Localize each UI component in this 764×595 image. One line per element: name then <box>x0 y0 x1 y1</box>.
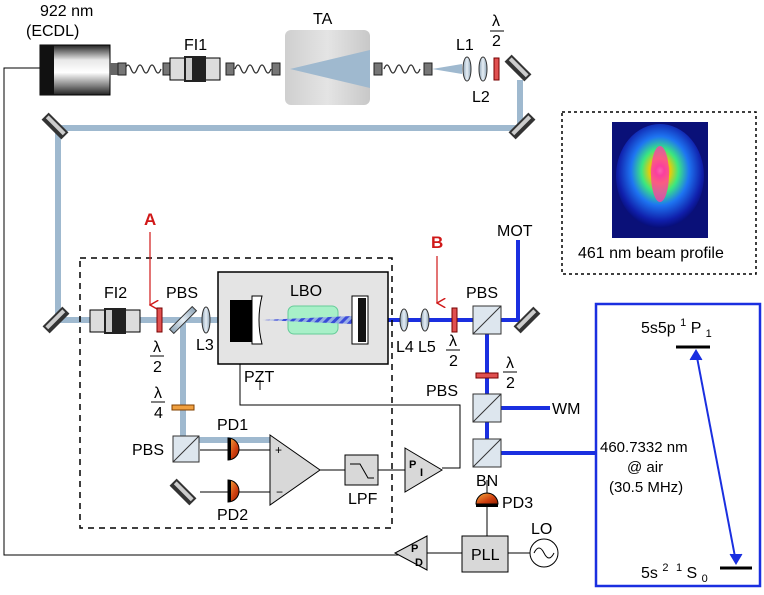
pll-box <box>461 535 509 573</box>
svg-text:P: P <box>411 543 418 555</box>
lbo-label: LBO <box>290 283 322 300</box>
half-waveplate-top-den: 2 <box>492 33 501 50</box>
pi-controller: P I <box>404 447 443 493</box>
half-waveplate-vertical <box>475 372 499 379</box>
l4-label: L4 <box>396 339 414 356</box>
wm-label: WM <box>552 401 580 418</box>
pbs-det-cube <box>172 435 200 463</box>
pd2-label: PD2 <box>217 507 248 524</box>
half-waveplate-top-num: λ <box>492 13 500 30</box>
pbs-wm-cube <box>472 393 502 423</box>
mirror-top-right <box>504 54 532 82</box>
half-waveplate-fi2-den: 2 <box>153 359 162 376</box>
half-waveplate-blue-den: 2 <box>449 353 458 370</box>
energy-level-frame <box>594 302 762 588</box>
mirror-left-upper <box>41 112 69 140</box>
mirror-right-lower <box>508 112 536 140</box>
pd1-label: PD1 <box>217 417 248 434</box>
fi2-isolator <box>89 308 141 334</box>
l5-label: L5 <box>418 339 436 356</box>
l2-label: L2 <box>472 89 490 106</box>
beam-profile-caption: 461 nm beam profile <box>578 245 724 262</box>
lo-oscillator <box>529 538 559 568</box>
transition-medium: @ air <box>627 459 663 476</box>
mot-label: MOT <box>497 223 533 240</box>
transition-arrow <box>695 351 737 563</box>
svg-text:D: D <box>415 557 423 569</box>
laser-type-label: (ECDL) <box>26 23 79 40</box>
lower-level-label: 5s 2 1 S 0 <box>641 558 708 585</box>
mirror-pbs-out <box>513 306 541 334</box>
l4-lens <box>399 308 409 332</box>
marker-a-label: A <box>144 210 156 229</box>
half-waveplate-fi2-num: λ <box>153 339 161 356</box>
svg-text:P: P <box>409 459 416 471</box>
svg-text:−: − <box>276 485 283 499</box>
bn-label: BN <box>476 473 498 490</box>
pzt-actuator <box>230 300 252 342</box>
ta-amplifier <box>285 30 370 105</box>
fi2-label: FI2 <box>104 285 127 302</box>
half-waveplate-vert-num: λ <box>506 355 514 372</box>
lpf-label: LPF <box>348 491 378 508</box>
quarter-waveplate-num: λ <box>154 385 162 402</box>
half-waveplate-vert-den: 2 <box>506 375 515 392</box>
pzt-label: PZT <box>244 369 274 386</box>
transition-linewidth: (30.5 MHz) <box>609 479 683 496</box>
half-waveplate-blue <box>451 307 458 333</box>
svg-text:I: I <box>420 467 423 479</box>
half-waveplate-top <box>493 57 500 81</box>
upper-level-label: 5s5p 1 P 1 <box>641 313 712 340</box>
cavity-enclosure <box>79 257 393 529</box>
diff-amplifier: + − <box>269 434 321 506</box>
fi1-label: FI1 <box>184 37 207 54</box>
laser-wavelength-label: 922 nm <box>40 3 93 20</box>
l3-label: L3 <box>196 337 214 354</box>
fi1-isolator <box>169 56 221 82</box>
l1-lens <box>462 56 472 82</box>
l2-lens <box>478 56 488 82</box>
pd3-photodiode <box>475 492 499 507</box>
pbs-det-label: PBS <box>132 442 164 459</box>
pd1-photodiode <box>227 437 240 461</box>
fiber-coils <box>124 64 421 74</box>
quarter-waveplate <box>171 404 195 411</box>
lpf-filter <box>344 454 379 486</box>
l5-lens <box>420 308 430 332</box>
pd-controller: P D <box>393 535 428 571</box>
pd2-photodiode <box>227 479 240 503</box>
pbs-main-plate <box>168 305 198 335</box>
l3-lens <box>201 306 211 334</box>
quarter-waveplate-den: 4 <box>154 405 163 422</box>
mirror-pd2 <box>169 478 197 506</box>
pd3-label: PD3 <box>502 495 533 512</box>
svg-text:+: + <box>275 443 282 457</box>
ta-label: TA <box>313 11 333 28</box>
half-waveplate-fi2 <box>156 307 163 333</box>
mirror-left-lower <box>42 306 70 334</box>
bn-cube <box>472 438 502 468</box>
lo-label: LO <box>531 521 552 538</box>
pbs-out-label: PBS <box>466 285 498 302</box>
ecdl-laser <box>39 44 120 96</box>
pbs-main-label: PBS <box>166 285 198 302</box>
transition-wavelength: 460.7332 nm <box>600 439 688 456</box>
pbs-wm-label: PBS <box>426 383 458 400</box>
half-waveplate-blue-num: λ <box>449 333 457 350</box>
cavity-mirror-input <box>251 295 263 345</box>
l1-label: L1 <box>456 37 474 54</box>
pll-label: PLL <box>471 547 500 564</box>
marker-b-label: B <box>431 233 443 252</box>
fiber-connectors <box>117 62 433 76</box>
pbs-out-cube <box>472 305 502 335</box>
